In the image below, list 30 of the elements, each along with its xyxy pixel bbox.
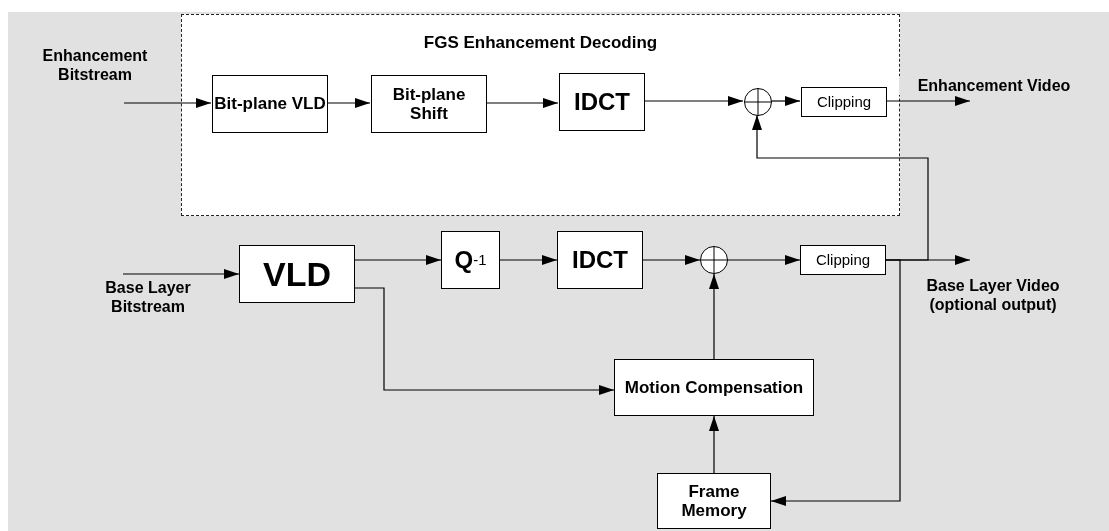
arrow bbox=[752, 114, 929, 261]
process-box: IDCT bbox=[557, 231, 643, 289]
arrow bbox=[354, 255, 442, 265]
arrow bbox=[885, 96, 971, 106]
arrow bbox=[643, 96, 744, 106]
process-box: Q$^{-1}$ bbox=[441, 231, 500, 289]
arrow bbox=[485, 98, 559, 108]
process-box: VLD bbox=[239, 245, 355, 303]
arrow bbox=[727, 255, 801, 265]
process-box: Clipping bbox=[800, 245, 886, 275]
arrow bbox=[709, 273, 719, 360]
arrow bbox=[642, 255, 701, 265]
summing-junction bbox=[744, 88, 772, 116]
arrow bbox=[326, 98, 371, 108]
group-title: FGS Enhancement Decoding bbox=[422, 33, 659, 53]
arrow bbox=[354, 287, 615, 395]
process-box: Clipping bbox=[801, 87, 887, 117]
arrow bbox=[770, 259, 901, 506]
arrow bbox=[499, 255, 558, 265]
dashed-group-frame bbox=[181, 14, 900, 216]
arrow bbox=[709, 415, 719, 474]
summing-junction bbox=[700, 246, 728, 274]
arrow bbox=[123, 98, 212, 108]
arrow bbox=[122, 269, 240, 279]
arrow bbox=[770, 96, 801, 106]
process-box: Frame Memory bbox=[657, 473, 771, 529]
process-box: Motion Compensation bbox=[614, 359, 814, 416]
process-box: IDCT bbox=[559, 73, 645, 131]
process-box: Bit-plane Shift bbox=[371, 75, 487, 133]
process-box: Bit-plane VLD bbox=[212, 75, 328, 133]
